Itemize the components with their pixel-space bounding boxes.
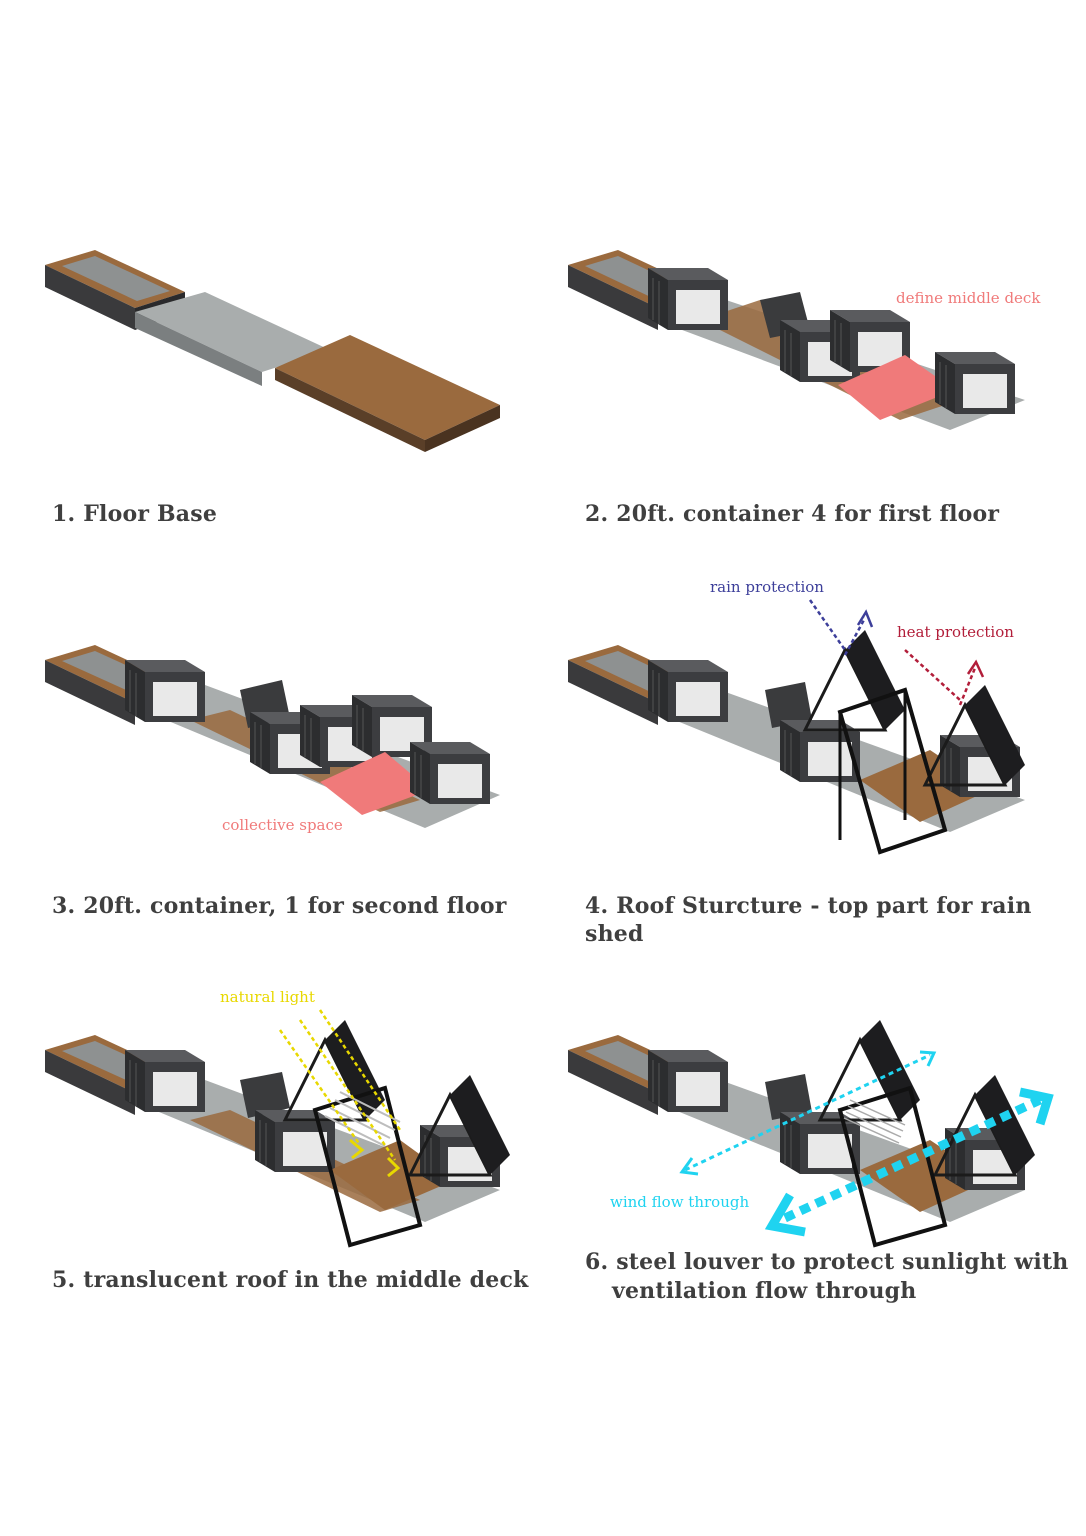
step-5-illustration <box>45 1009 512 1248</box>
caption-step-1: 1. Floor Base <box>52 501 218 527</box>
note-define-middle-deck: define middle deck <box>896 289 1041 307</box>
step-3-illustration <box>45 645 500 828</box>
caption-step-4: 4. Roof Sturcture - top part for rain sh… <box>585 893 1032 947</box>
note-natural-light: natural light <box>220 988 315 1006</box>
note-collective-space: collective space <box>222 816 343 834</box>
caption-step-6-line-2: ventilation flow through <box>612 1278 917 1304</box>
step-1-illustration <box>45 250 500 452</box>
caption-step-2: 2. 20ft. container 4 for first floor <box>585 501 1000 527</box>
step-2-illustration <box>568 250 1025 430</box>
caption-step-3: 3. 20ft. container, 1 for second floor <box>52 893 507 919</box>
note-wind-flow-through: wind flow through <box>610 1193 750 1211</box>
note-heat-protection: heat protection <box>897 623 1014 641</box>
caption-step-5: 5. translucent roof in the middle deck <box>52 1267 529 1293</box>
caption-step-6-line-1: 6. steel louver to protect sunlight with <box>585 1249 1069 1275</box>
step-6-illustration <box>568 1018 1054 1248</box>
note-rain-protection: rain protection <box>710 578 824 596</box>
step-4-illustration <box>568 599 1027 855</box>
